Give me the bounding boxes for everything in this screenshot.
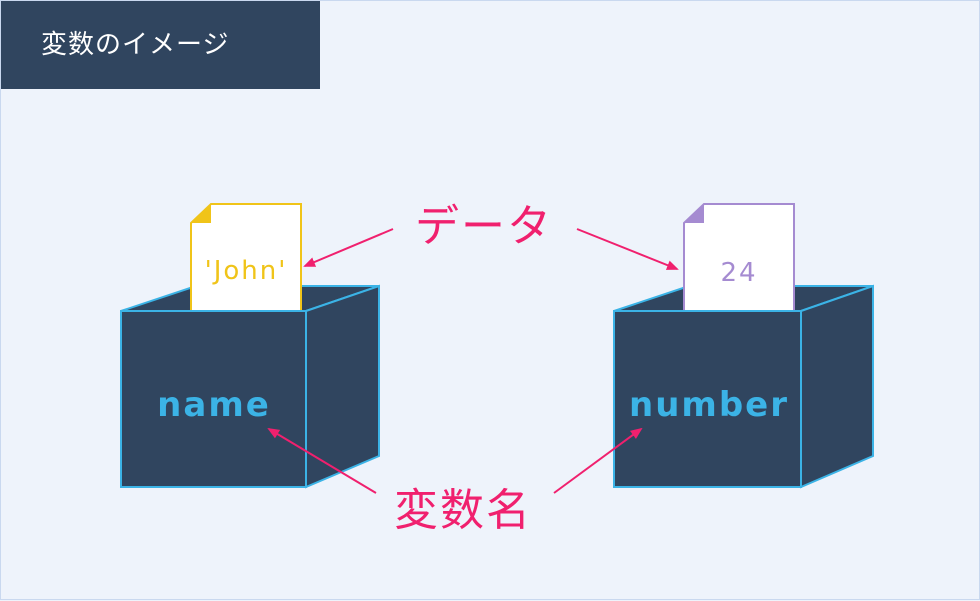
data-value-label: 24 [720, 258, 757, 288]
arrow-to-name [267, 427, 377, 494]
variable-name-label: number [629, 385, 789, 425]
variable-box-number: 24 number [613, 203, 874, 489]
arrow-to-john [303, 228, 394, 267]
variable-box-name: 'John' name [120, 203, 380, 489]
arrow-to-number [553, 427, 643, 494]
box-side [800, 284, 874, 489]
box-front [120, 310, 307, 488]
arrow-to-24 [576, 228, 679, 270]
data-annotation: データ [415, 201, 553, 252]
variable-name-annotation: 変数名 [394, 485, 532, 536]
box-front [613, 310, 802, 488]
data-value-label: 'John' [205, 256, 288, 286]
data-document-john: 'John' [190, 203, 302, 314]
variable-name-label: name [157, 385, 271, 425]
data-document-24: 24 [683, 203, 795, 314]
diagram-title: 変数のイメージ [1, 1, 320, 89]
